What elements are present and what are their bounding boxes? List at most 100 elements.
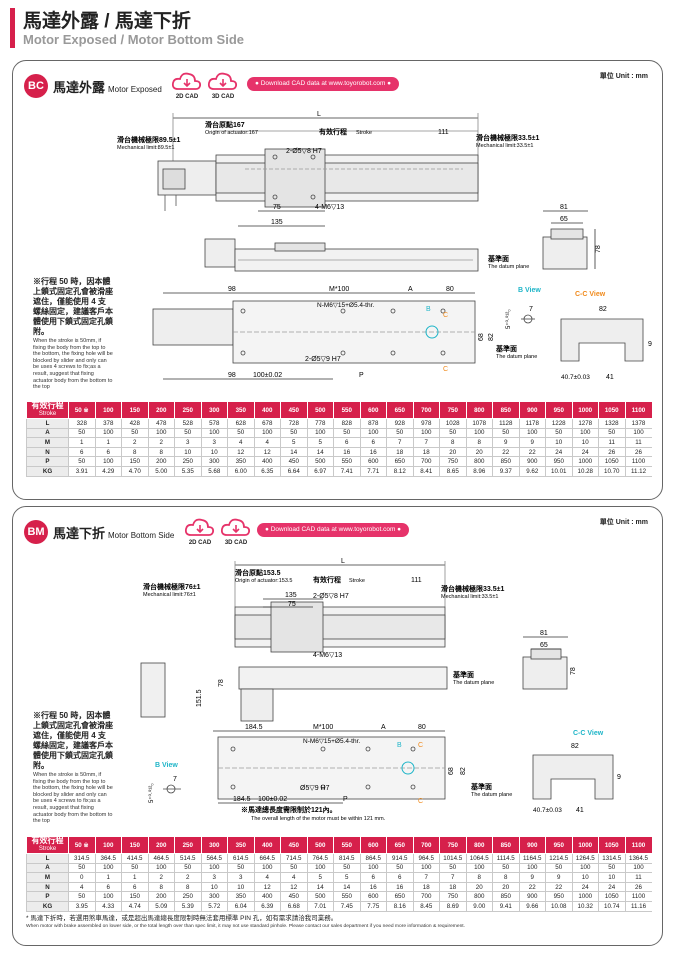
table-cell: 50 (121, 863, 148, 874)
table-cell: 10.01 (545, 466, 572, 477)
table-cell: 10 (227, 882, 254, 893)
row-label: N (26, 882, 69, 893)
row-label: M (26, 872, 69, 883)
table-cell: 18 (412, 447, 440, 458)
bottom-view (152, 292, 476, 380)
table-cell: 1050 (598, 456, 625, 467)
dim-75: 75 (288, 601, 296, 608)
table-cell: 450 (280, 456, 307, 467)
table-cell: 8 (174, 882, 201, 893)
table-cell: 50 (439, 428, 466, 439)
dim-98: 98 (228, 286, 236, 293)
table-cell: 100 (359, 863, 387, 874)
stroke-column-header: 800 (465, 837, 493, 854)
table-cell: 10.70 (598, 466, 625, 477)
table-cell: 650 (386, 456, 413, 467)
cad-3d-button[interactable]: 3D CAD (219, 515, 253, 549)
dim-5: 5⁺⁰·⁰¹²₀ (148, 783, 155, 803)
technical-drawing: L 滑台原點167 Origin of actuator:167 有效行程 St… (117, 111, 652, 381)
dim-151-5: 151.5 (196, 689, 203, 707)
cloud-download-icon (220, 518, 251, 536)
table-cell: 8 (465, 437, 493, 448)
table-cell: 250 (174, 891, 201, 902)
table-cell: 5.09 (147, 901, 175, 912)
table-cell: 7.45 (333, 901, 360, 912)
table-cell: 50 (68, 428, 95, 439)
table-cell: 6 (359, 437, 387, 448)
table-cell: 4 (68, 882, 95, 893)
table-cell: 6 (68, 447, 95, 458)
dim-m100: M*100 (313, 724, 333, 731)
table-cell: 22 (518, 882, 546, 893)
table-cell: 750 (439, 456, 466, 467)
table-cell: 8.69 (439, 901, 466, 912)
table-cell: 8.16 (386, 901, 413, 912)
table-cell: 12 (227, 447, 254, 458)
dim-limit-left: 滑台機械極限89.5±1 (117, 135, 180, 144)
stroke-note: ※行程 50 時，因本體上鎖式固定孔會被滑座遮住，僅能使用 4 支螺絲固定，建議… (33, 711, 113, 825)
table-cell: 878 (359, 418, 387, 429)
table-cell: 1014.5 (439, 853, 466, 864)
cad-2d-button[interactable]: 2D CAD (170, 69, 204, 103)
stroke-column-header: 400 (253, 837, 281, 854)
page-subtitle: Motor Exposed / Motor Bottom Side (23, 32, 244, 47)
table-cell: 50 (68, 456, 95, 467)
end-view (542, 210, 596, 270)
row-label: L (26, 853, 69, 864)
stroke-header-zh: 有效行程 (31, 401, 64, 410)
dim-100: 100±0.02 (258, 796, 287, 803)
dim-limit-left-en: Mechanical limit:76±1 (143, 592, 196, 598)
dim-68: 68 (478, 333, 485, 341)
dim-82: 82 (460, 767, 467, 775)
table-cell: 1000 (571, 456, 599, 467)
table-cell: 12 (253, 882, 281, 893)
table-cell: 1128 (492, 418, 519, 429)
cad-2d-button[interactable]: 2D CAD (183, 515, 217, 549)
table-cell: 50 (439, 863, 466, 874)
table-cell: 864.5 (359, 853, 387, 864)
dim-75: 75 (273, 204, 281, 211)
table-cell: 700 (412, 456, 440, 467)
stroke-column-header: 900 (518, 402, 546, 419)
table-cell: 550 (333, 456, 360, 467)
technical-drawing: L 滑台原點153.5 Origin of actuator:153.5 有效行… (140, 558, 621, 822)
table-cell: 414.5 (121, 853, 148, 864)
table-cell: 1214.5 (545, 853, 572, 864)
footnote-en: When motor with brake assembled on lower… (26, 924, 466, 929)
table-cell: 100 (306, 863, 334, 874)
stroke-column-header: 850 (492, 402, 519, 419)
dim-limit-left-en: Mechanical limit:89.5±1 (117, 145, 174, 151)
download-cad-link[interactable]: ● Download CAD data at www.toyorobot.com… (247, 77, 400, 91)
stroke-column-header: 550 (333, 837, 360, 854)
table-cell: 10.32 (571, 901, 599, 912)
cad-3d-button[interactable]: 3D CAD (206, 69, 240, 103)
table-cell: 6 (386, 872, 413, 883)
table-cell: 6.00 (227, 466, 254, 477)
stroke-column-header: 750 (439, 837, 466, 854)
table-cell: 50 (386, 428, 413, 439)
dim-A: A (408, 286, 413, 293)
dim-datum: 基準面 (487, 254, 509, 263)
cad-2d-label: 2D CAD (188, 540, 212, 546)
table-cell: 16 (333, 447, 360, 458)
unit-label: 單位 Unit : mm (599, 73, 648, 80)
table-cell: 100 (94, 456, 122, 467)
download-cad-link[interactable]: ● Download CAD data at www.toyorobot.com… (257, 523, 410, 537)
table-cell: 7 (439, 872, 466, 883)
dim-68: 68 (448, 767, 455, 775)
table-cell: 100 (147, 863, 175, 874)
table-cell: 2 (147, 872, 175, 883)
table-cell: 428 (121, 418, 148, 429)
footnote: * 馬達下折時，若選用煞車馬達，或是超出馬達總長度限制時無法套用標準 PIN 孔… (26, 915, 465, 931)
table-cell: 100 (94, 891, 122, 902)
cc-view-title: C-C View (573, 730, 604, 737)
table-cell: 1100 (624, 891, 652, 902)
row-label: P (26, 891, 69, 902)
dim-78b: 78 (218, 679, 225, 687)
